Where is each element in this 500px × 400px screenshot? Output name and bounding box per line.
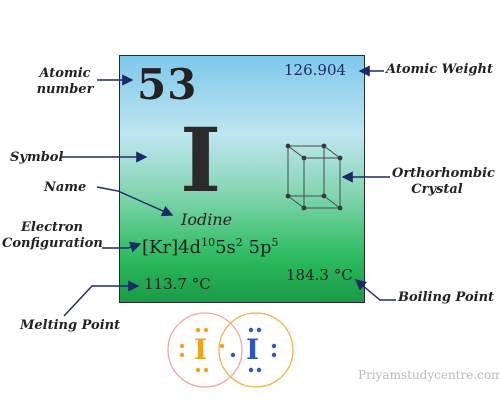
- lewis-right-electrons: [230, 327, 277, 373]
- crystal-atom-dot: [321, 193, 327, 199]
- config-sup-1: 10: [201, 236, 216, 249]
- lewis-left-electrons: [179, 327, 225, 373]
- config-base: [Kr]4d: [142, 237, 202, 258]
- callout-electron-configuration: Electron Configuration: [2, 220, 103, 252]
- melting-point-value: 113.7 °C: [144, 275, 211, 293]
- arrow-electron-configuration: [102, 241, 142, 253]
- element-name: Iodine: [181, 210, 233, 229]
- atomic-weight-value: 126.904: [284, 61, 347, 79]
- boiling-point-value: 184.3 °C: [286, 266, 353, 284]
- atomic-number-value: 53: [137, 60, 198, 109]
- crystal-atom-dot: [321, 143, 327, 149]
- config-mid: 5s: [215, 237, 236, 258]
- arrow-name: [96, 186, 174, 217]
- lewis-right-symbol: I: [246, 333, 260, 366]
- lewis-circle-left: [167, 312, 243, 388]
- crystal-atom-dot: [337, 155, 343, 161]
- electron-configuration: [Kr]4d105s2 5p5: [142, 236, 278, 258]
- lewis-left-symbol: I: [194, 333, 208, 366]
- element-symbol: I: [180, 108, 222, 212]
- callout-atomic-weight: Atomic Weight: [386, 62, 493, 77]
- config-sup-3: 5: [271, 236, 279, 249]
- callout-melting-point: Melting Point: [20, 318, 121, 333]
- config-sup-2: 2: [235, 236, 243, 249]
- arrow-boiling-point: [354, 279, 396, 301]
- crystal-atom-dot: [337, 205, 343, 211]
- callout-atomic-number: Atomic number: [36, 66, 94, 98]
- callout-boiling-point: Boiling Point: [398, 290, 495, 305]
- callout-orthorhombic-crystal: Orthorhombic Crystal: [392, 166, 495, 198]
- callout-symbol: Symbol: [10, 150, 64, 165]
- callout-name: Name: [44, 180, 87, 195]
- crystal-icon: [287, 145, 341, 209]
- crystal-atom-dot: [301, 205, 307, 211]
- crystal-atom-dot: [285, 193, 291, 199]
- arrow-melting-point: [63, 280, 140, 317]
- watermark-text: Priyamstudycentre.com: [358, 368, 500, 382]
- crystal-atom-dot: [301, 155, 307, 161]
- crystal-atom-dot: [285, 143, 291, 149]
- config-end: 5p: [242, 237, 272, 258]
- lewis-circle-right: [218, 312, 294, 388]
